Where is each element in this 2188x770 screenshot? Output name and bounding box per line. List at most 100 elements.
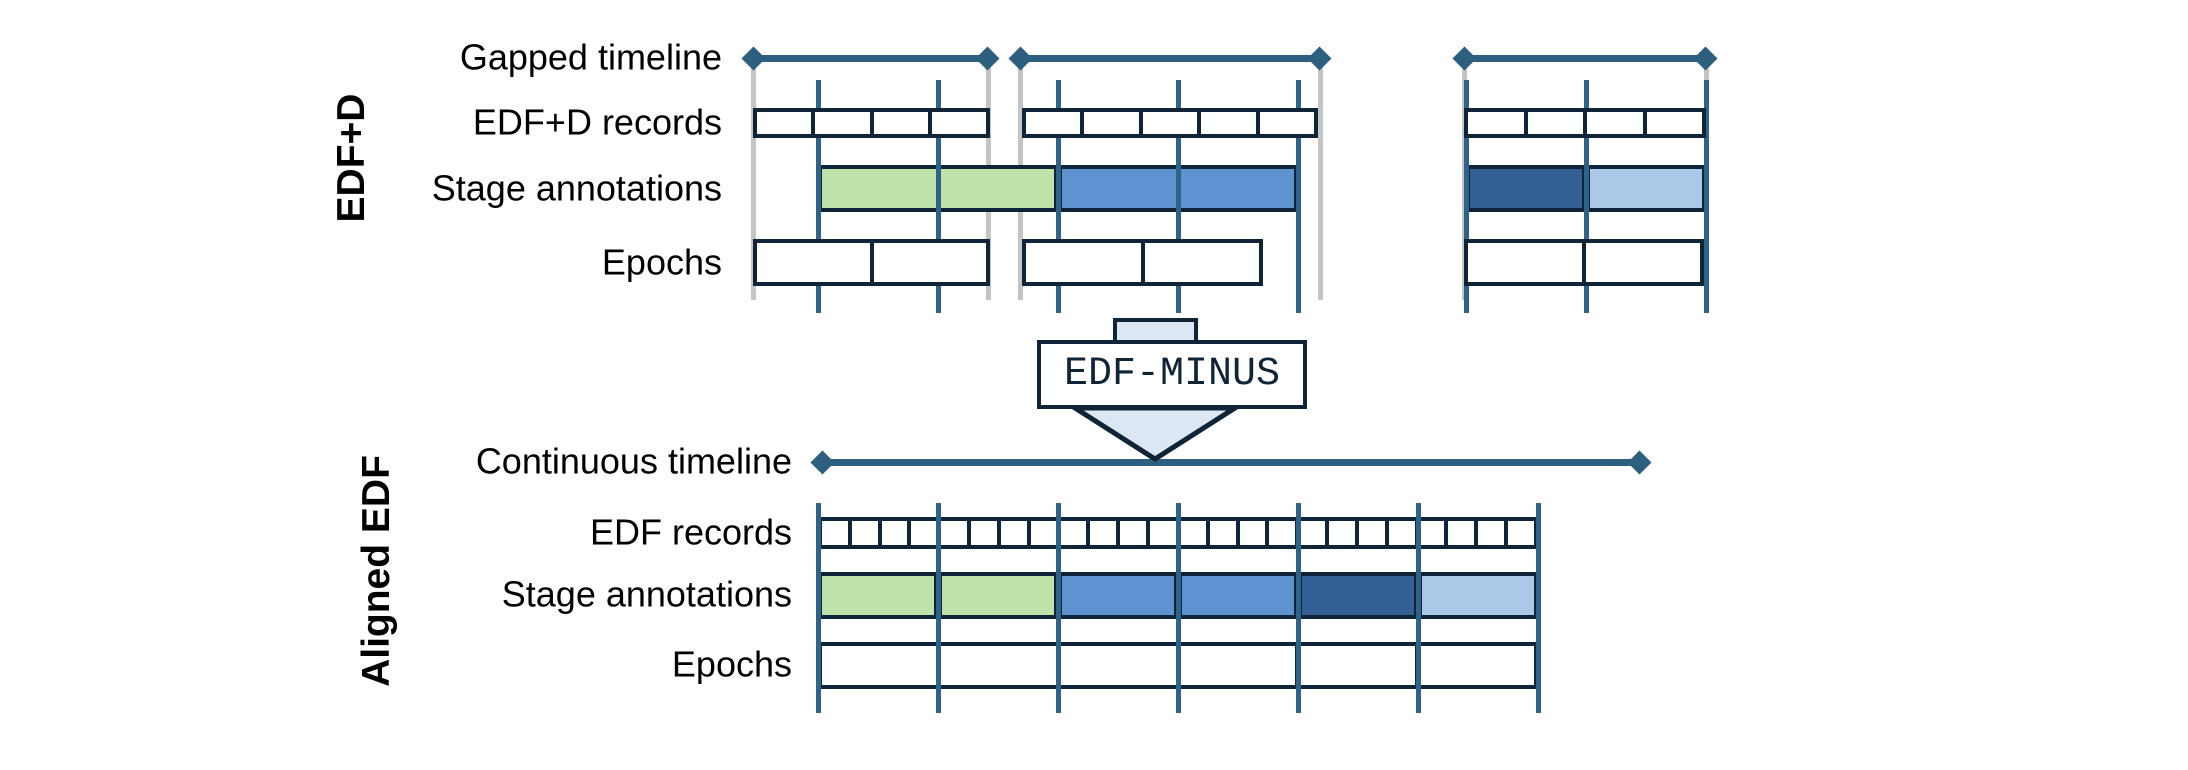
record-cell [1180, 521, 1210, 545]
timeline-diamond [741, 46, 766, 71]
record-cell [941, 521, 972, 545]
record-cell [822, 521, 852, 545]
bottom-section-side-label: Aligned EDF [355, 455, 398, 687]
epoch-grid-line [1464, 80, 1469, 313]
record-cell [757, 112, 816, 134]
epoch-cell [1026, 243, 1145, 282]
gapped-timeline-segment [1020, 55, 1320, 62]
epoch-grid-line [1704, 80, 1709, 313]
top-section-side-label: EDF+D [330, 93, 373, 223]
record-cell [1210, 521, 1240, 545]
edf-minus-label: EDF-MINUS [1063, 352, 1281, 397]
epoch-grid-line [1056, 80, 1061, 313]
epoch-grid-line [1296, 503, 1301, 713]
epoch-cell [1586, 243, 1700, 282]
record-cell [852, 521, 882, 545]
epoch-grid-line [1296, 80, 1301, 313]
epoch-cell [1419, 646, 1534, 685]
epoch-cell [1180, 646, 1300, 685]
row-label-stage-annotations-bottom: Stage annotations [501, 573, 792, 615]
gapped-timeline-segment [753, 55, 988, 62]
epoch-grid-line [1584, 80, 1589, 313]
row-label-edf-records: EDF records [589, 511, 792, 553]
record-cell [1468, 112, 1528, 134]
record-cell [1143, 112, 1202, 134]
record-cell [1260, 112, 1314, 134]
record-cell [1528, 112, 1587, 134]
timeline-diamond [1693, 46, 1718, 71]
row-label-epochs-bottom: Epochs [671, 643, 792, 685]
record-cell [1359, 521, 1389, 545]
stage-annotation-blue [1178, 572, 1298, 619]
epoch-grid-line [1056, 503, 1061, 713]
record-cell [1587, 112, 1647, 134]
timeline-diamond [1452, 46, 1477, 71]
record-cell [874, 112, 932, 134]
record-cell [1508, 521, 1534, 545]
record-cell [1061, 521, 1091, 545]
epoch-cell [941, 646, 1061, 685]
timeline-diamond [1008, 46, 1033, 71]
stage-annotation-dark_blue [1298, 572, 1418, 619]
record-cell [1448, 521, 1479, 545]
edfd-records-box [1464, 108, 1706, 138]
gapped-timeline-segment [1464, 55, 1706, 62]
stage-annotation-blue [1058, 572, 1178, 619]
record-cell [1201, 112, 1260, 134]
epoch-grid-line [1176, 80, 1181, 313]
record-cell [1647, 112, 1703, 134]
record-cell [1419, 521, 1449, 545]
edfd-records-box [1022, 108, 1318, 138]
record-cell [1269, 521, 1300, 545]
epoch-grid-line [1536, 503, 1541, 713]
epochs-box [753, 239, 990, 286]
record-cell [971, 521, 1001, 545]
record-cell [1299, 521, 1330, 545]
record-cell [1084, 112, 1143, 134]
row-label-stage-annotations-top: Stage annotations [431, 167, 722, 209]
epochs-box [1464, 239, 1704, 286]
stage-annotation-light_blue [1418, 572, 1538, 619]
record-cell [882, 521, 912, 545]
record-cell [1120, 521, 1151, 545]
continuous-timeline [822, 459, 1640, 466]
epoch-cell [1468, 243, 1586, 282]
stage-annotation-green [818, 572, 938, 619]
timeline-diamond [1627, 450, 1652, 475]
timeline-diamond [975, 46, 1000, 71]
epoch-grid-line [1176, 503, 1181, 713]
segment-boundary-line [1318, 56, 1323, 300]
epoch-grid-line [936, 80, 941, 313]
record-cell [1090, 521, 1121, 545]
stage-annotation-dark_blue [1466, 165, 1586, 212]
epoch-grid-line [1416, 503, 1421, 713]
edfd-records-box [753, 108, 990, 138]
record-cell [815, 112, 874, 134]
record-cell [1240, 521, 1270, 545]
stage-annotation-light_blue [1586, 165, 1706, 212]
epoch-cell [874, 243, 987, 282]
row-label-gapped-timeline: Gapped timeline [459, 36, 722, 78]
row-label-edfd-records: EDF+D records [472, 101, 722, 143]
edf-minus-box: EDF-MINUS [1037, 340, 1307, 409]
record-cell [1329, 521, 1359, 545]
record-cell [1001, 521, 1031, 545]
segment-boundary-line [751, 56, 756, 300]
epoch-grid-line [816, 503, 821, 713]
record-cell [1389, 521, 1419, 545]
record-cell [1026, 112, 1085, 134]
epoch-grid-line [816, 80, 821, 313]
epoch-cell [1061, 646, 1180, 685]
epoch-grid-line [936, 503, 941, 713]
stage-annotation-green [938, 572, 1058, 619]
timeline-diamond [810, 450, 835, 475]
epoch-cell [1145, 243, 1260, 282]
epoch-cell [822, 646, 942, 685]
epoch-cell [757, 243, 874, 282]
record-cell [1478, 521, 1509, 545]
timeline-diamond [1307, 46, 1332, 71]
row-label-continuous-timeline: Continuous timeline [475, 440, 792, 482]
epoch-cell [1299, 646, 1419, 685]
